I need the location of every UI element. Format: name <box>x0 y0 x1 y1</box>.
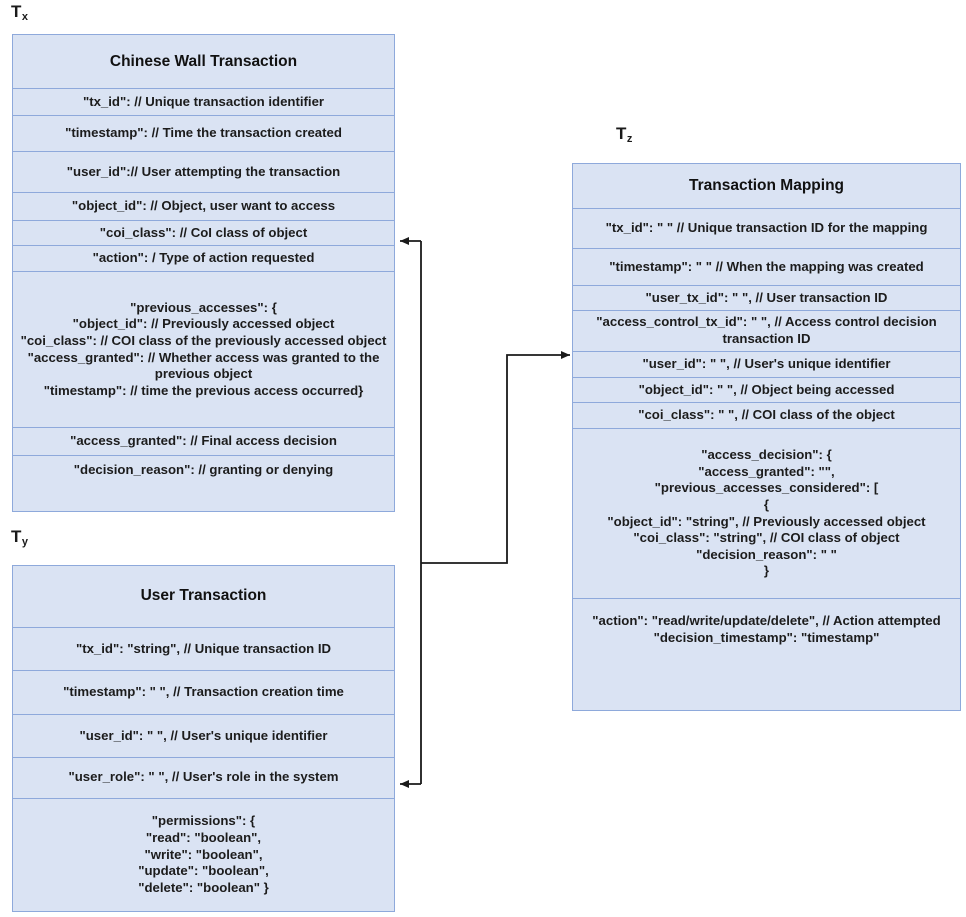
table-row: "decision_reason": // granting or denyin… <box>73 462 334 478</box>
entity-label-tz-main: T <box>616 124 627 143</box>
table-row: "previous_accesses": { "object_id": // P… <box>13 272 394 428</box>
table-chinese-wall-transaction: Chinese Wall Transaction "tx_id": // Uni… <box>12 34 395 512</box>
table-transaction-mapping: Transaction Mapping "tx_id": " " // Uniq… <box>572 163 961 711</box>
table-row: "access_decision": { "access_granted": "… <box>573 429 960 599</box>
table-row: "tx_id": "string", // Unique transaction… <box>13 628 394 672</box>
table-row: "tx_id": // Unique transaction identifie… <box>13 89 394 116</box>
table-row: "tx_id": " " // Unique transaction ID fo… <box>573 209 960 249</box>
table-row: "user_id": " ", // User's unique identif… <box>13 715 394 758</box>
table-row: "action": / Type of action requested <box>13 246 394 272</box>
table-row: "object_id": " ", // Object being access… <box>573 378 960 403</box>
table-row: "user_role": " ", // User's role in the … <box>13 758 394 799</box>
entity-label-tx: Tx <box>11 2 28 23</box>
table-row: "timestamp": " ", // Transaction creatio… <box>13 671 394 716</box>
table-row: "coi_class": // CoI class of object <box>13 221 394 246</box>
connector-ty-to-tz <box>421 351 570 564</box>
table-user-transaction: User Transaction "tx_id": "string", // U… <box>12 565 395 912</box>
table-row: "access_granted": // Final access decisi… <box>13 428 394 456</box>
table-row: "object_id": // Object, user want to acc… <box>13 193 394 221</box>
entity-label-ty-main: T <box>11 527 22 546</box>
table-row: "timestamp": // Time the transaction cre… <box>13 116 394 152</box>
entity-label-tx-sub: x <box>21 11 29 24</box>
table-title-user-transaction: User Transaction <box>13 566 394 628</box>
table-title-chinese-wall-transaction: Chinese Wall Transaction <box>13 35 394 89</box>
table-row: "permissions": { "read": "boolean", "wri… <box>138 813 269 895</box>
table-row: "user_tx_id": " ", // User transaction I… <box>573 286 960 311</box>
table-row: "user_id":// User attempting the transac… <box>13 152 394 193</box>
entity-label-ty-sub: y <box>21 536 29 549</box>
table-title-transaction-mapping: Transaction Mapping <box>573 164 960 209</box>
table-row: "user_id": " ", // User's unique identif… <box>573 352 960 378</box>
table-row: "access_control_tx_id": " ", // Access c… <box>573 311 960 352</box>
connector-tz-to-tx <box>400 237 422 306</box>
entity-label-tz-sub: z <box>626 133 633 146</box>
table-row: "coi_class": " ", // COI class of the ob… <box>573 403 960 429</box>
entity-label-ty: Ty <box>11 527 28 548</box>
entity-label-tx-main: T <box>11 2 22 21</box>
table-row: "timestamp": " " // When the mapping was… <box>573 249 960 286</box>
table-row: "action": "read/write/update/delete", //… <box>592 612 941 645</box>
entity-label-tz: Tz <box>616 124 632 145</box>
